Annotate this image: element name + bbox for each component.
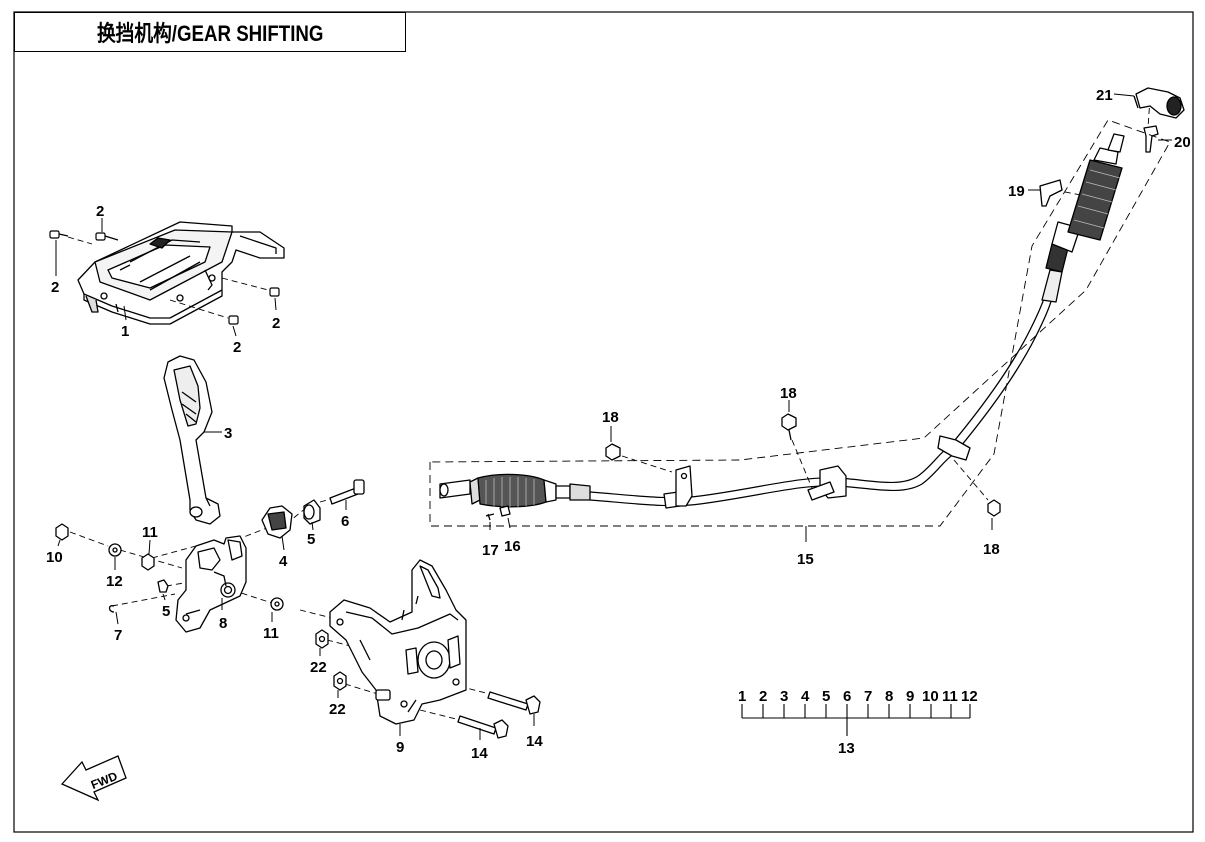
callout-4: 4 xyxy=(279,553,288,570)
diagram-title: 换挡机构/GEAR SHIFTING xyxy=(96,21,324,46)
diagram-frame xyxy=(13,11,1194,833)
base-bracket xyxy=(315,559,541,739)
callout-12: 12 xyxy=(106,573,123,590)
callout-2: 2 xyxy=(96,203,104,220)
callout-14: 14 xyxy=(526,733,543,750)
kit-item-12: 12 xyxy=(961,688,978,705)
callout-8: 8 xyxy=(219,615,227,632)
callout-22: 22 xyxy=(310,659,327,676)
callout-22: 22 xyxy=(329,701,346,718)
callout-2: 2 xyxy=(51,279,59,296)
cable-assembly-outline xyxy=(429,119,1171,527)
shift-cable xyxy=(439,87,1185,521)
callout-15: 15 xyxy=(797,551,814,568)
kit-item-1: 1 xyxy=(738,688,746,705)
callout-labels: 2 2 2 2 1 3 4 5 6 10 11 12 5 7 8 11 22 2… xyxy=(46,87,1191,762)
kit-labels: 1 2 3 4 5 6 7 8 9 10 11 12 13 xyxy=(738,688,978,757)
callout-14: 14 xyxy=(471,745,488,762)
callout-7: 7 xyxy=(114,627,122,644)
kit-item-2: 2 xyxy=(759,688,767,705)
diagram-title-box: 换挡机构/GEAR SHIFTING xyxy=(14,12,406,52)
callout-19: 19 xyxy=(1008,183,1025,200)
callout-10: 10 xyxy=(46,549,63,566)
callout-20: 20 xyxy=(1174,134,1191,151)
kit-item-6: 6 xyxy=(843,688,851,705)
kit-item-11: 11 xyxy=(942,688,958,705)
kit-total-13: 13 xyxy=(838,740,855,757)
lever-mount xyxy=(55,479,365,633)
callout-17: 17 xyxy=(482,542,499,559)
callout-18: 18 xyxy=(983,541,1000,558)
kit-item-10: 10 xyxy=(922,688,939,705)
callout-1: 1 xyxy=(121,323,129,340)
kit-item-3: 3 xyxy=(780,688,788,705)
fwd-arrow: FWD xyxy=(60,755,127,802)
shifter-housing xyxy=(77,221,285,325)
kit-item-7: 7 xyxy=(864,688,872,705)
callout-2: 2 xyxy=(272,315,280,332)
callout-16: 16 xyxy=(504,538,521,555)
callout-18: 18 xyxy=(602,409,619,426)
kit-item-5: 5 xyxy=(822,688,830,705)
callout-9: 9 xyxy=(396,739,404,756)
callout-3: 3 xyxy=(224,425,232,442)
kit-item-4: 4 xyxy=(801,688,810,705)
callout-2: 2 xyxy=(233,339,241,356)
screws-part-2 xyxy=(49,230,280,325)
callout-5: 5 xyxy=(307,531,315,548)
callout-11: 11 xyxy=(142,524,158,541)
callout-5: 5 xyxy=(162,603,170,620)
callout-6: 6 xyxy=(341,513,349,530)
callout-11: 11 xyxy=(263,625,279,642)
kit-item-8: 8 xyxy=(885,688,893,705)
kit-bracket xyxy=(741,704,971,736)
kit-item-9: 9 xyxy=(906,688,914,705)
callout-18: 18 xyxy=(780,385,797,402)
shift-lever xyxy=(163,355,221,525)
callout-21: 21 xyxy=(1096,87,1113,104)
